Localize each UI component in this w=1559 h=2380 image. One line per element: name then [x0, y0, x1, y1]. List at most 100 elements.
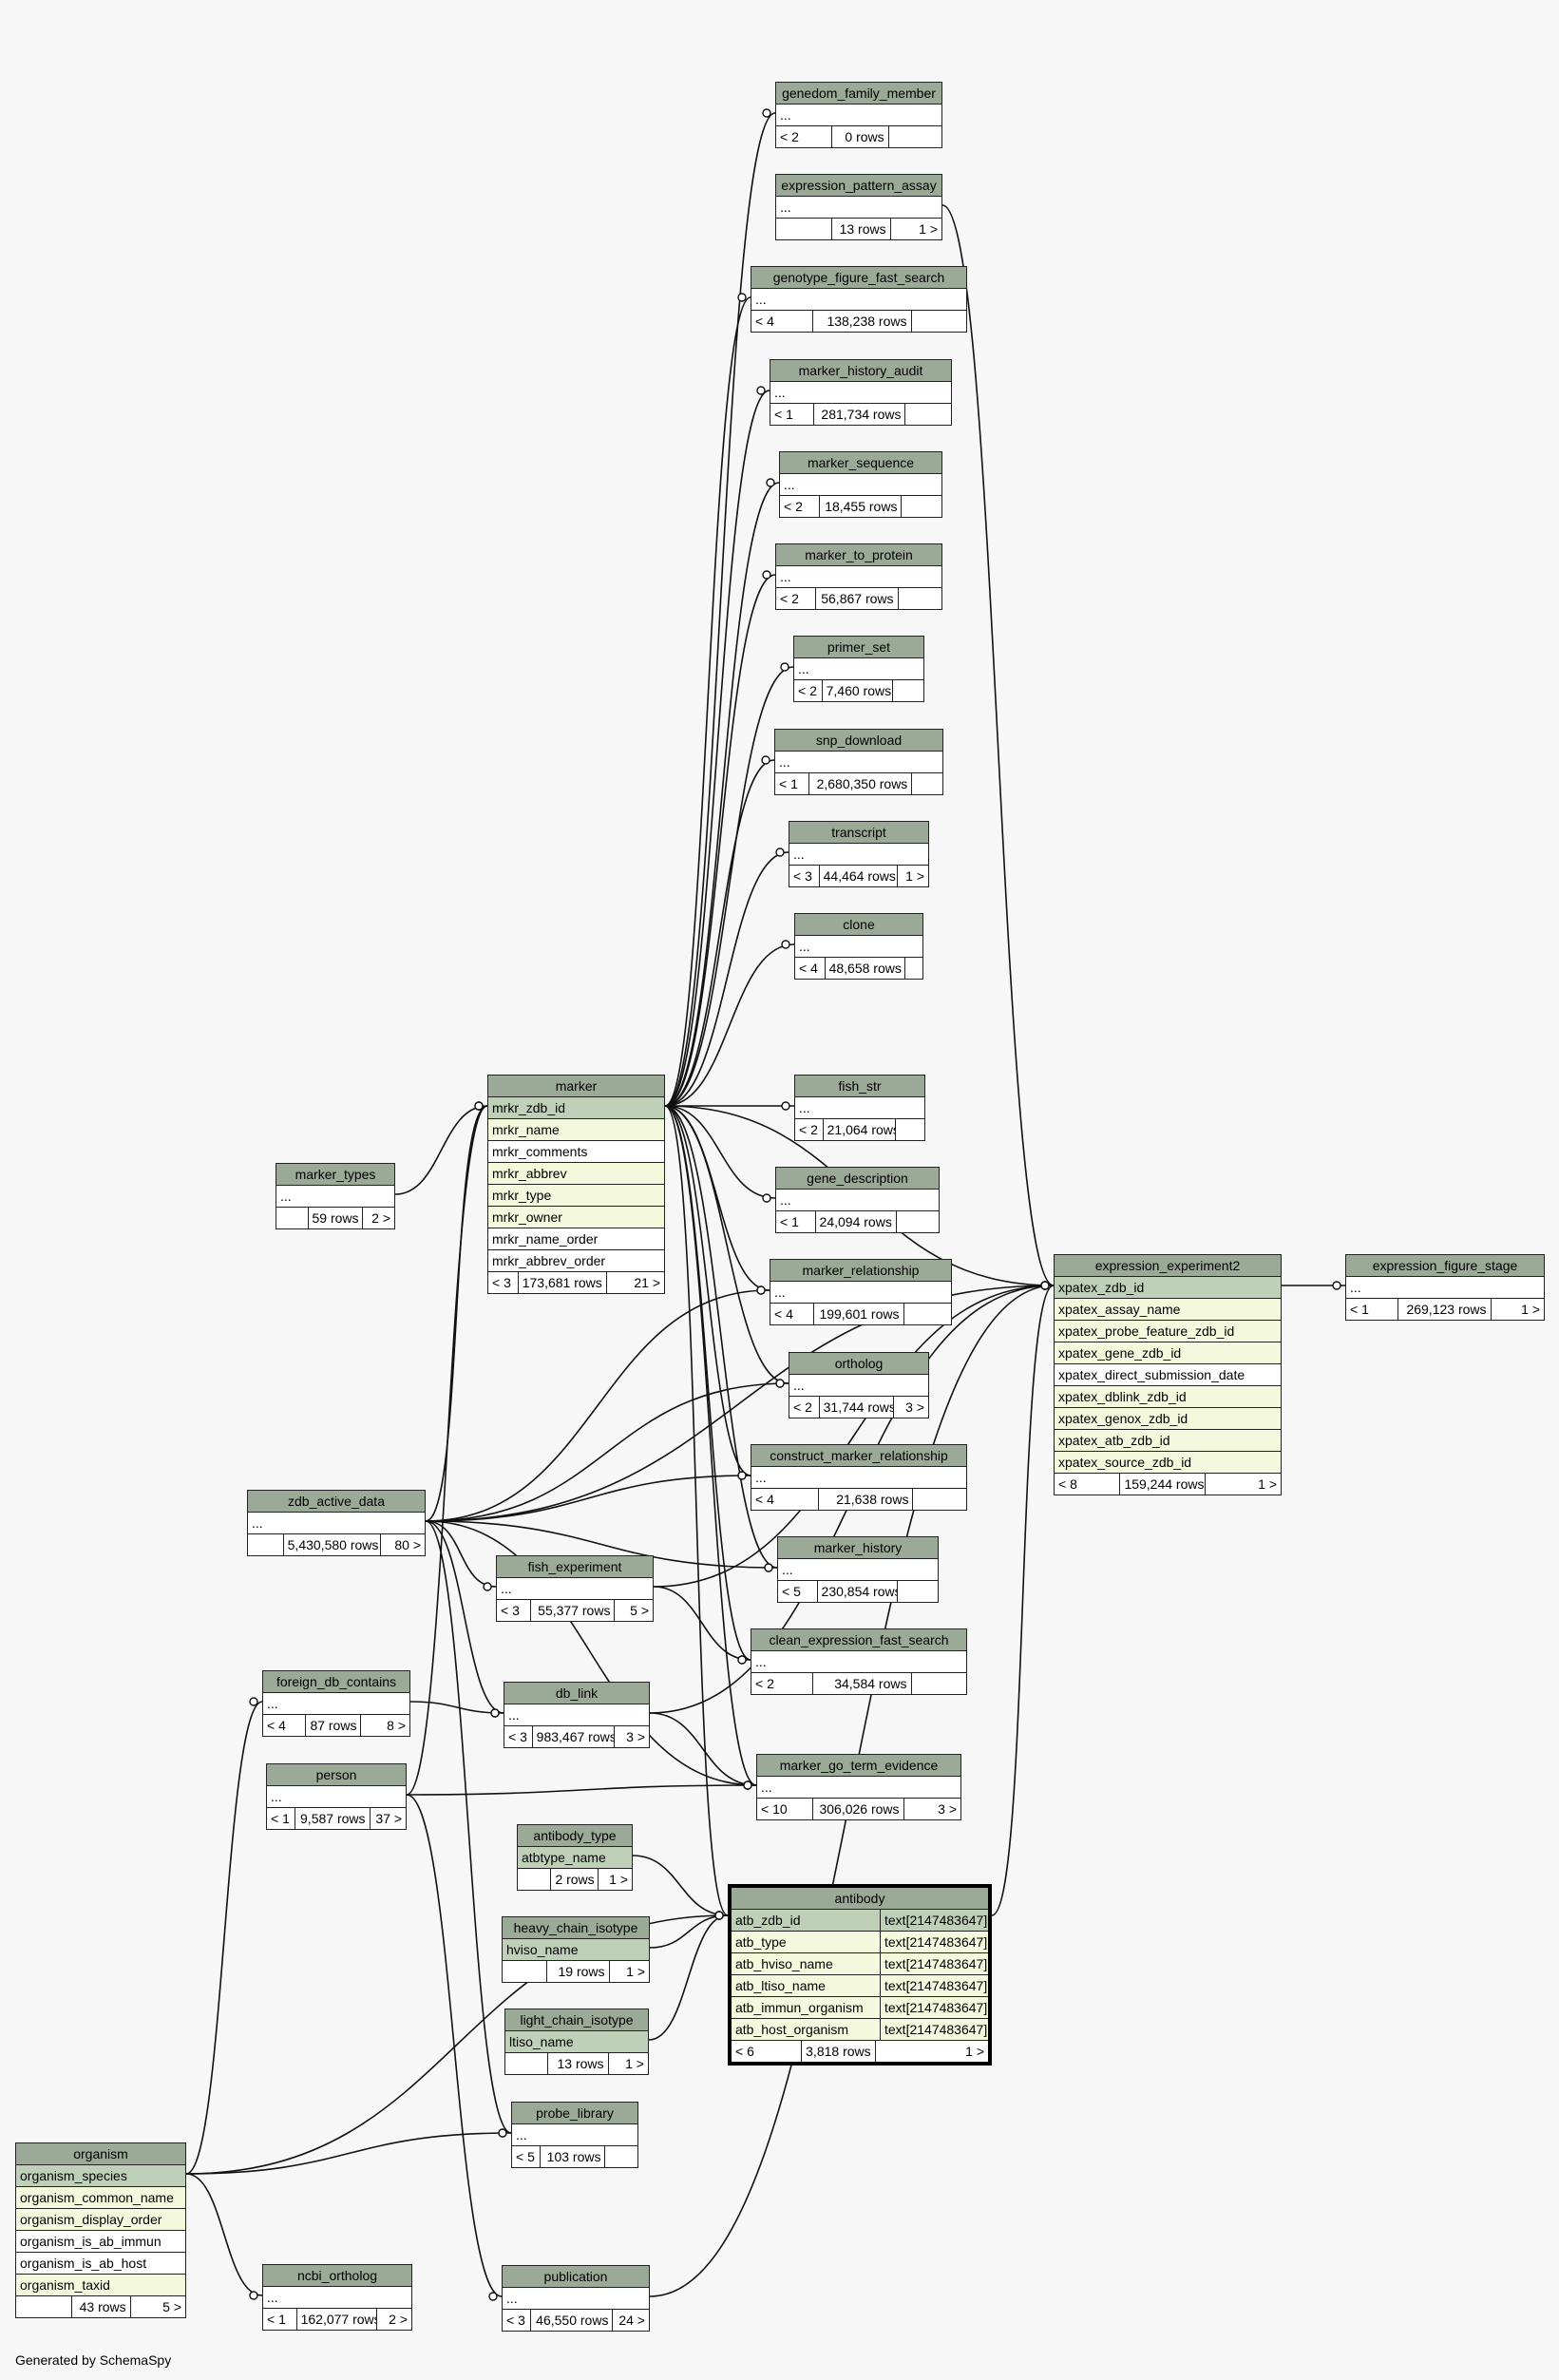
parents-count[interactable]: < 3	[497, 1600, 531, 1621]
table-name[interactable]: gene_description	[776, 1168, 939, 1190]
parents-count[interactable]: < 3	[504, 1726, 533, 1747]
table-name[interactable]: light_chain_isotype	[505, 2009, 648, 2031]
column-row[interactable]: ...	[770, 1282, 951, 1304]
parents-count[interactable]: < 3	[503, 2310, 531, 2331]
parents-count[interactable]: < 1	[770, 404, 814, 425]
parents-count[interactable]: < 5	[778, 1581, 818, 1602]
parents-count[interactable]: < 1	[267, 1808, 295, 1829]
children-count[interactable]: 3 >	[938, 1801, 957, 1817]
table-name[interactable]: snp_download	[775, 730, 942, 752]
column-row[interactable]: ...	[789, 844, 928, 866]
table-name[interactable]: marker	[488, 1076, 664, 1097]
table-name[interactable]: genotype_figure_fast_search	[751, 267, 966, 289]
column-row[interactable]: ...	[503, 2288, 649, 2310]
table-name[interactable]: heavy_chain_isotype	[503, 1917, 649, 1939]
column-row[interactable]: xpatex_dblink_zdb_id	[1055, 1386, 1281, 1408]
children-count[interactable]: 1 >	[905, 868, 924, 884]
children-count[interactable]	[898, 1581, 938, 1602]
column-row[interactable]: ...	[263, 2287, 411, 2309]
column-row[interactable]: ...	[757, 1777, 960, 1799]
children-count[interactable]: 1 >	[965, 2044, 984, 2059]
table-name[interactable]: marker_types	[276, 1164, 394, 1186]
children-count[interactable]	[912, 311, 967, 332]
column-row[interactable]: xpatex_probe_feature_zdb_id	[1055, 1321, 1281, 1342]
table-name[interactable]: person	[267, 1764, 406, 1786]
parents-count[interactable]: < 4	[751, 1489, 820, 1510]
column-row[interactable]: organism_species	[16, 2165, 185, 2187]
children-count[interactable]: 3 >	[626, 1729, 645, 1744]
children-count[interactable]: 1 >	[625, 2056, 644, 2071]
parents-count[interactable]: < 2	[794, 680, 823, 701]
children-count[interactable]	[904, 1304, 952, 1324]
column-row[interactable]: ...	[789, 1375, 928, 1397]
table-name[interactable]: primer_set	[794, 637, 923, 658]
table-name[interactable]: probe_library	[512, 2103, 637, 2124]
column-row[interactable]: ...	[1346, 1277, 1544, 1299]
children-count[interactable]	[889, 126, 941, 147]
column-row[interactable]: ...	[776, 197, 941, 219]
table-name[interactable]: expression_experiment2	[1055, 1255, 1281, 1277]
column-row[interactable]: ...	[751, 289, 966, 311]
parents-count[interactable]: < 4	[751, 311, 814, 332]
column-row[interactable]: organism_is_ab_immun	[16, 2231, 185, 2253]
column-row[interactable]: ...	[497, 1578, 653, 1600]
column-row[interactable]: ...	[795, 936, 922, 958]
column-row[interactable]: organism_common_name	[16, 2187, 185, 2209]
parents-count[interactable]	[518, 1869, 552, 1890]
table-name[interactable]: fish_experiment	[497, 1556, 653, 1578]
children-count[interactable]	[893, 680, 923, 701]
column-row[interactable]: ...	[263, 1693, 409, 1715]
parents-count[interactable]: < 2	[789, 1397, 820, 1418]
column-row[interactable]: ...	[780, 474, 941, 496]
children-count[interactable]	[896, 1119, 924, 1140]
children-count[interactable]: 24 >	[618, 2313, 645, 2328]
column-row[interactable]: ...	[770, 382, 951, 404]
column-row[interactable]: ...	[778, 1559, 938, 1581]
parents-count[interactable]	[503, 1961, 548, 1982]
children-count[interactable]: 21 >	[634, 1275, 660, 1290]
children-count[interactable]: 5 >	[630, 1603, 649, 1618]
table-name[interactable]: clone	[795, 914, 922, 936]
table-name[interactable]: marker_to_protein	[776, 544, 941, 566]
parents-count[interactable]: < 1	[1346, 1299, 1399, 1320]
column-row[interactable]: mrkr_comments	[488, 1141, 664, 1163]
column-row[interactable]: xpatex_source_zdb_id	[1055, 1452, 1281, 1474]
parents-count[interactable]	[505, 2053, 549, 2074]
column-row[interactable]: ...	[276, 1186, 394, 1208]
table-name[interactable]: publication	[503, 2266, 649, 2288]
parents-count[interactable]: < 4	[770, 1304, 814, 1324]
column-row[interactable]: xpatex_atb_zdb_id	[1055, 1430, 1281, 1452]
parents-count[interactable]: < 10	[757, 1799, 814, 1819]
children-count[interactable]	[912, 773, 942, 794]
parents-count[interactable]: < 1	[263, 2309, 297, 2330]
parents-count[interactable]: < 2	[776, 126, 833, 147]
parents-count[interactable]	[248, 1534, 284, 1555]
column-row[interactable]: mrkr_abbrev	[488, 1163, 664, 1185]
parents-count[interactable]: < 4	[795, 958, 826, 979]
children-count[interactable]: 2 >	[371, 1210, 390, 1226]
table-name[interactable]: construct_marker_relationship	[751, 1445, 966, 1467]
column-row[interactable]: ...	[775, 752, 942, 773]
column-row[interactable]: mrkr_zdb_id	[488, 1097, 664, 1119]
column-row[interactable]: mrkr_name_order	[488, 1228, 664, 1250]
children-count[interactable]	[905, 958, 922, 979]
column-row[interactable]: mrkr_abbrev_order	[488, 1250, 664, 1272]
